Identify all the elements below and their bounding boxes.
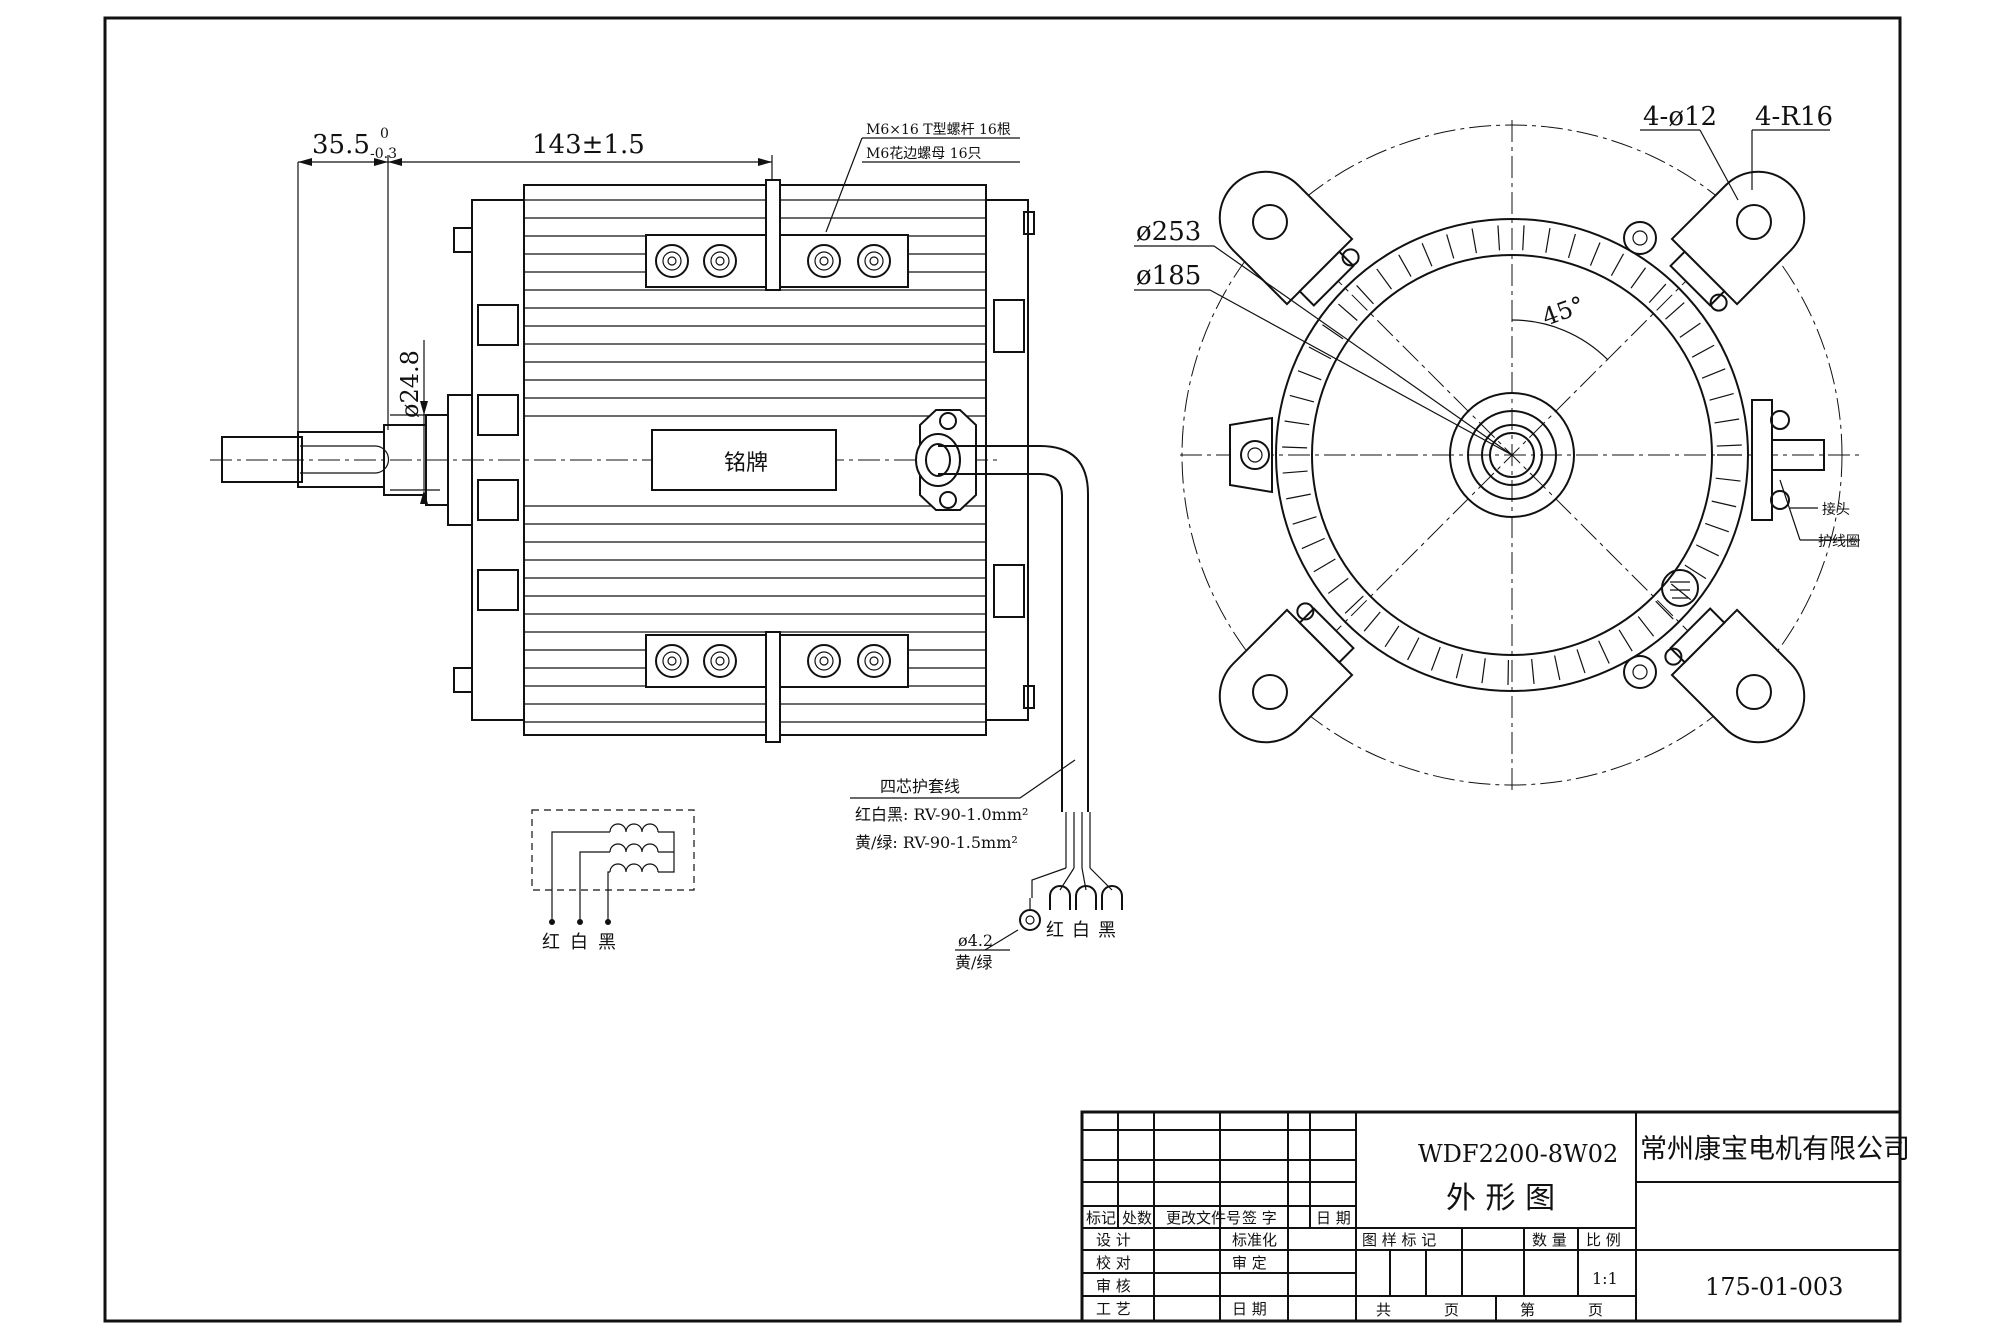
lbl-sheet: 第 xyxy=(1520,1301,1535,1319)
scale-value: 1:1 xyxy=(1592,1269,1618,1288)
lead-label-black: 黑 xyxy=(1098,920,1116,941)
dim-shaft-dia: ø24.8 xyxy=(396,350,424,418)
row-process: 工 艺 xyxy=(1096,1300,1131,1318)
dim-inner-dia: ø185 xyxy=(1136,261,1201,291)
lead-label-red: 红 xyxy=(1046,920,1064,941)
ground-dia: ø4.2 xyxy=(958,931,993,950)
hdr-change-doc: 更改文件号 xyxy=(1166,1209,1241,1227)
ground-label: 黄/绿 xyxy=(955,953,992,972)
schematic-black: 黑 xyxy=(598,932,616,953)
dim-radius: 4-R16 xyxy=(1755,102,1833,132)
dim-body-length: 143±1.5 xyxy=(532,130,645,160)
angle-label: 45° xyxy=(1538,291,1588,332)
lbl-page: 页 xyxy=(1444,1301,1459,1319)
lbl-page2: 页 xyxy=(1588,1301,1603,1319)
terminal-bolts xyxy=(655,244,891,678)
lbl-scale: 比 例 xyxy=(1586,1231,1621,1249)
dim-outer-dia: ø253 xyxy=(1136,217,1201,247)
schematic-white: 白 xyxy=(570,932,588,953)
cable-title: 四芯护套线 xyxy=(880,777,960,796)
drawing-name: 外 形 图 xyxy=(1446,1181,1555,1216)
title-block: 标记 处数 更改文件号 签 字 日 期 设 计 校 对 审 核 工 艺 标准化 … xyxy=(1080,1110,1910,1323)
hdr-count: 处数 xyxy=(1122,1209,1152,1227)
lbl-sample: 图 样 标 记 xyxy=(1362,1231,1436,1249)
front-view: 4-ø12 4-R16 ø253 ø185 45° 接头 护线圈 xyxy=(1134,102,1860,790)
hdr-date: 日 期 xyxy=(1316,1209,1351,1227)
model-number: WDF2200-8W02 xyxy=(1418,1140,1618,1168)
cable-spec-yg: 黄/绿: RV-90-1.5mm² xyxy=(855,833,1018,852)
row-date: 日 期 xyxy=(1232,1300,1267,1318)
side-view: 35.5 0 -0.3 143±1.5 M6×16 T型螺杆 16根 M6花边螺… xyxy=(210,122,1123,972)
dim-shaft-tol-lower: -0.3 xyxy=(370,146,397,162)
bolt-note-2: M6花边螺母 16只 xyxy=(866,146,982,162)
row-approve: 审 定 xyxy=(1232,1254,1267,1272)
row-design: 设 计 xyxy=(1096,1231,1131,1249)
connector-label: 接头 xyxy=(1822,501,1850,518)
dim-shaft-tol-upper: 0 xyxy=(380,126,389,142)
lbl-total: 共 xyxy=(1376,1301,1391,1319)
dim-holes: 4-ø12 xyxy=(1643,102,1717,132)
row-standard: 标准化 xyxy=(1232,1231,1277,1249)
row-check: 校 对 xyxy=(1096,1254,1131,1272)
grommet-label: 护线圈 xyxy=(1818,534,1860,550)
hdr-sign: 签 字 xyxy=(1242,1209,1277,1227)
cable-spec-rwb: 红白黑: RV-90-1.0mm² xyxy=(855,805,1028,824)
front-fins xyxy=(1282,225,1742,685)
lead-label-white: 白 xyxy=(1072,920,1090,941)
drawing-number: 175-01-003 xyxy=(1705,1273,1843,1301)
company-name: 常州康宝电机有限公司 xyxy=(1640,1134,1910,1165)
schematic-red: 红 xyxy=(542,932,560,953)
drawing-frame xyxy=(103,16,1902,1323)
lbl-qty: 数 量 xyxy=(1532,1231,1567,1249)
bolt-note-1: M6×16 T型螺杆 16根 xyxy=(866,122,1011,138)
mounting-ears xyxy=(1218,170,1806,744)
nameplate-label: 铭牌 xyxy=(724,451,768,476)
row-review: 审 核 xyxy=(1096,1277,1131,1295)
hdr-mark: 标记 xyxy=(1086,1209,1116,1227)
dim-shaft-length: 35.5 xyxy=(312,130,370,160)
winding-schematic xyxy=(549,823,675,925)
nameplate xyxy=(651,429,837,491)
